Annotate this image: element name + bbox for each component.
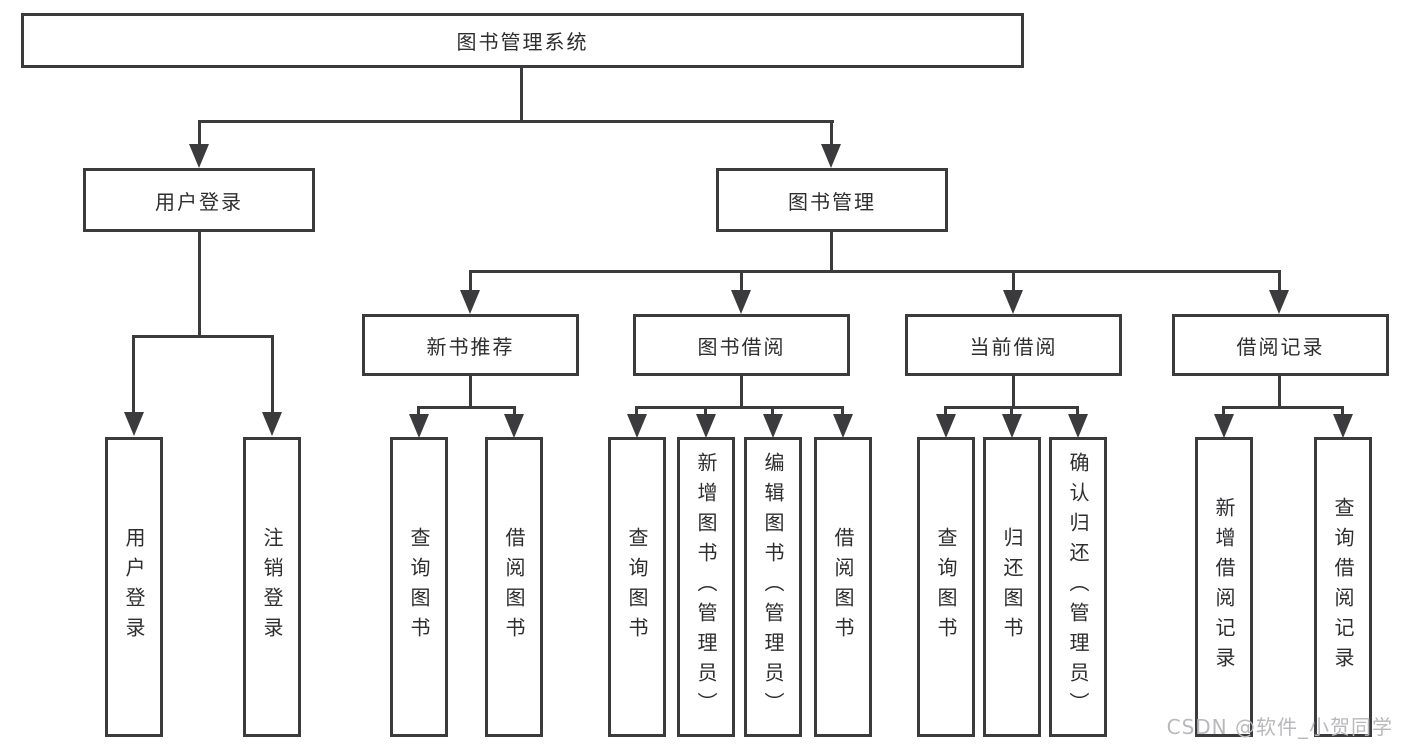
connector-line [513, 406, 516, 416]
connector-line [841, 406, 844, 416]
connector-line [1341, 406, 1344, 416]
connector-line [830, 120, 833, 146]
connector-line [1222, 406, 1225, 416]
connector-line [1012, 270, 1015, 292]
arrowhead-icon [409, 414, 429, 438]
connector-line [1278, 376, 1281, 406]
connector-line [271, 335, 274, 414]
arrowhead-icon [696, 414, 716, 438]
connector-line [132, 335, 274, 338]
node-book-borrow: 图书借阅 [633, 314, 850, 376]
connector-line [469, 270, 472, 292]
connector-line [1278, 270, 1281, 292]
node-root-system: 图书管理系统 [21, 13, 1024, 68]
connector-line [469, 376, 472, 406]
connector-line [704, 406, 707, 416]
leaf-confirm-return-admin: 确认归还（管理员） [1049, 437, 1107, 737]
connector-line [1012, 376, 1015, 406]
arrowhead-icon [627, 414, 647, 438]
connector-line [520, 68, 523, 120]
connector-line [198, 120, 834, 123]
leaf-add-books-admin: 新增图书（管理员） [677, 437, 735, 737]
connector-line [771, 406, 774, 416]
connector-line [417, 406, 420, 416]
connector-line [198, 120, 201, 146]
arrowhead-icon [189, 144, 209, 168]
leaf-query-books-current: 查询图书 [917, 437, 975, 737]
node-new-book-recommend: 新书推荐 [362, 314, 579, 376]
node-user-login: 用户登录 [83, 168, 315, 232]
connector-line [830, 232, 833, 270]
leaf-query-books-recommend: 查询图书 [390, 437, 448, 737]
connector-line [469, 270, 1281, 273]
node-borrow-records: 借阅记录 [1172, 314, 1389, 376]
leaf-edit-books-admin: 编辑图书（管理员） [744, 437, 802, 737]
leaf-query-books-borrow: 查询图书 [608, 437, 666, 737]
leaf-add-borrow-record: 新增借阅记录 [1195, 437, 1253, 737]
connector-line [1222, 406, 1344, 409]
arrowhead-icon [262, 412, 282, 436]
arrowhead-icon [936, 414, 956, 438]
arrowhead-icon [833, 414, 853, 438]
arrowhead-icon [1002, 414, 1022, 438]
connector-line [635, 406, 638, 416]
connector-line [740, 270, 743, 292]
node-book-management: 图书管理 [716, 168, 948, 232]
arrowhead-icon [1003, 290, 1023, 314]
connector-line [635, 406, 844, 409]
arrowhead-icon [124, 412, 144, 436]
connector-line [944, 406, 947, 416]
connector-line [1010, 406, 1013, 416]
connector-line [132, 335, 135, 414]
arrowhead-icon [731, 290, 751, 314]
arrowhead-icon [763, 414, 783, 438]
connector-line [1076, 406, 1079, 416]
arrowhead-icon [460, 290, 480, 314]
node-current-borrow: 当前借阅 [905, 314, 1122, 376]
leaf-borrow-books: 借阅图书 [814, 437, 872, 737]
leaf-user-login: 用户登录 [105, 437, 163, 737]
leaf-logout: 注销登录 [243, 437, 301, 737]
csdn-watermark: CSDN @软件_小贺同学 [1166, 715, 1393, 739]
arrowhead-icon [1269, 290, 1289, 314]
connector-line [740, 376, 743, 406]
arrowhead-icon [504, 414, 524, 438]
connector-line [198, 232, 201, 335]
arrowhead-icon [1214, 414, 1234, 438]
connector-line [417, 406, 516, 409]
arrowhead-icon [1068, 414, 1088, 438]
leaf-borrow-books-recommend: 借阅图书 [485, 437, 543, 737]
arrowhead-icon [1333, 414, 1353, 438]
leaf-query-borrow-record: 查询借阅记录 [1314, 437, 1372, 737]
leaf-return-books: 归还图书 [983, 437, 1041, 737]
arrowhead-icon [821, 144, 841, 168]
